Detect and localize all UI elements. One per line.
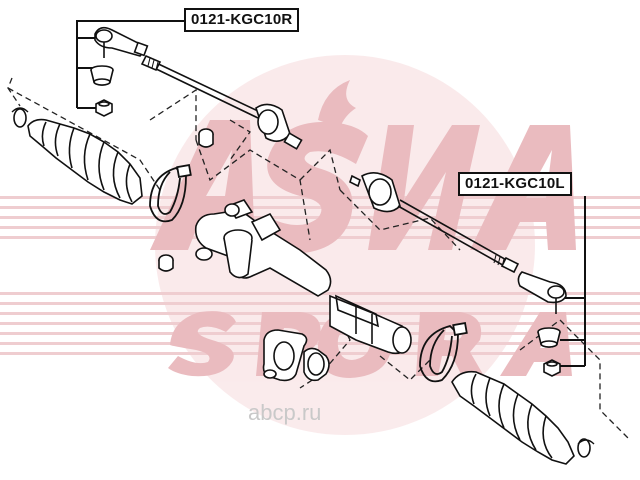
tie-rod-end-right	[94, 26, 149, 58]
rack-boot-right	[13, 108, 143, 205]
watermark-site-text: abcp.ru	[248, 400, 322, 425]
rack-bushing-lower	[158, 254, 174, 272]
rack-tube	[329, 294, 412, 355]
mounting-clamp	[262, 329, 308, 382]
boot-dust-cover-right	[90, 65, 114, 86]
tie-rod-end-left	[517, 271, 567, 314]
rack-bushing-upper	[198, 128, 214, 148]
boot-dust-cover-left	[537, 327, 561, 348]
bracket-left-set	[558, 196, 586, 367]
boot-end-clip-left	[577, 439, 595, 445]
mounting-bushing	[303, 347, 330, 382]
castle-nut-right	[95, 99, 113, 117]
inner-tie-rod-right	[140, 54, 303, 150]
part-number-label-right: 0121-KGC10R	[184, 8, 300, 32]
boot-end-clip-right	[11, 107, 29, 113]
castle-nut-left	[543, 359, 561, 377]
boot-clamp-left	[419, 321, 468, 383]
bracket-right-set	[76, 20, 184, 109]
inner-tie-rod-left	[349, 172, 520, 274]
boot-clamp-right	[149, 163, 192, 223]
part-number-label-left: 0121-KGC10L	[458, 172, 572, 196]
rack-boot-left	[451, 370, 591, 465]
steering-gear-housing	[194, 199, 332, 297]
